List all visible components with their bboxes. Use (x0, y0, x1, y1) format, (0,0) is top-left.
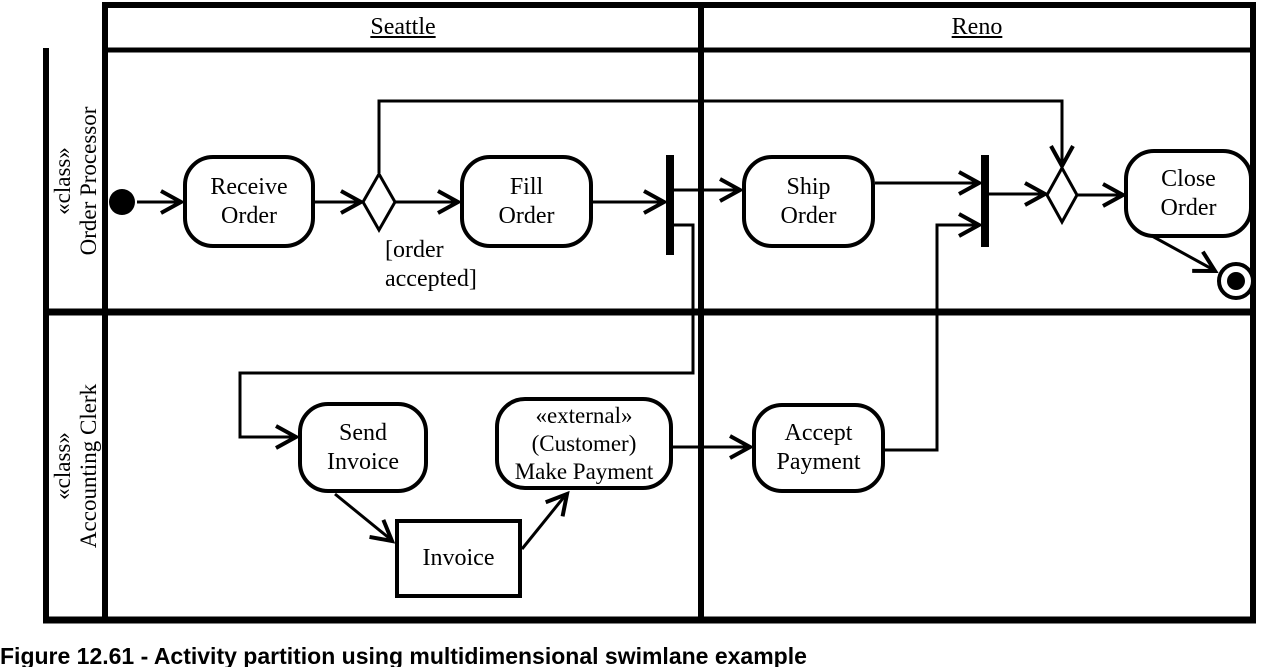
action-accept-payment-line2: Payment (776, 449, 861, 475)
edges (137, 99, 1213, 550)
edge-accept-to-join (885, 223, 976, 452)
guard-label-line1: [order (385, 237, 444, 263)
action-send-invoice-line1: Send (339, 419, 387, 446)
row-header-order-processor-label: Order Processor (75, 106, 101, 256)
action-close-order-line2: Order (1160, 194, 1217, 221)
guard-label: [order accepted] (385, 236, 477, 294)
action-make-payment-label: Make Payment (514, 458, 654, 484)
action-fill-order-line2: Order (498, 202, 555, 229)
object-node-invoice: Invoice (395, 519, 522, 598)
arrowhead-icon (437, 189, 463, 215)
row-header-accounting-clerk-stereotype: «class» (49, 432, 75, 500)
arrowhead-icon (1024, 181, 1050, 207)
arrowhead-icon (719, 177, 745, 203)
guard-label-line2: accepted] (385, 266, 477, 292)
action-accept-payment-line1: Accept (784, 420, 853, 446)
edge-invoice-object-to-make-payment (520, 496, 566, 550)
row-header-order-processor: «class» Order Processor (46, 50, 105, 312)
object-node-invoice-label: Invoice (422, 545, 495, 571)
action-close-order: Close Order (1124, 149, 1253, 238)
fork-bar-icon (666, 155, 674, 255)
column-header-seattle: Seattle (105, 6, 701, 48)
action-fill-order-line1: Fill (509, 173, 544, 200)
column-header-seattle-label: Seattle (370, 13, 436, 40)
action-make-payment-stereotype: «external» (535, 402, 633, 428)
column-header-reno: Reno (701, 6, 1253, 48)
arrowhead-icon (369, 519, 396, 544)
action-receive-order-line2: Order (221, 202, 277, 229)
action-accept-payment: Accept Payment (752, 403, 885, 493)
edge-fork-to-send-invoice (238, 223, 695, 439)
row-header-accounting-clerk-label: Accounting Clerk (75, 383, 101, 549)
arrowhead-icon (643, 189, 669, 215)
action-make-payment: «external» (Customer) Make Payment (495, 397, 673, 490)
action-ship-order-line2: Order (780, 202, 837, 229)
swimlane-frame (43, 2, 1256, 624)
action-send-invoice-line2: Invoice (327, 448, 399, 475)
arrowhead-icon (340, 189, 366, 215)
row-header-order-processor-stereotype: «class» (49, 147, 75, 215)
action-close-order-line1: Close (1161, 165, 1216, 192)
arrowhead-icon (1192, 250, 1219, 274)
arrowhead-icon (1102, 182, 1128, 208)
arrowhead-icon (958, 170, 984, 196)
edge-close-to-final (1151, 234, 1213, 271)
action-send-invoice: Send Invoice (298, 402, 428, 493)
initial-node-icon (109, 189, 135, 215)
action-receive-order-line1: Receive (210, 173, 288, 200)
row-header-accounting-clerk: «class» Accounting Clerk (46, 312, 105, 620)
column-header-reno-label: Reno (951, 13, 1003, 40)
edge-decision-to-merge (377, 99, 1064, 173)
arrowhead-icon (275, 424, 301, 450)
edge-send-to-invoice-object (334, 492, 390, 540)
arrowheads (160, 145, 1219, 544)
arrowhead-icon (729, 434, 755, 460)
action-fill-order: Fill Order (460, 155, 593, 248)
action-ship-order-line1: Ship (786, 173, 831, 200)
merge-diamond-icon (1045, 164, 1079, 226)
arrowhead-icon (160, 189, 186, 215)
final-node-inner-icon (1227, 272, 1245, 290)
arrowhead-icon (958, 212, 984, 238)
action-ship-order: Ship Order (742, 155, 875, 248)
arrowhead-icon (544, 490, 570, 517)
figure-caption: Figure 12.61 - Activity partition using … (0, 643, 807, 667)
action-make-payment-qualifier: (Customer) (531, 430, 637, 456)
decision-diamond-icon (361, 170, 397, 234)
action-receive-order: Receive Order (183, 155, 315, 248)
join-bar-icon (981, 155, 989, 247)
